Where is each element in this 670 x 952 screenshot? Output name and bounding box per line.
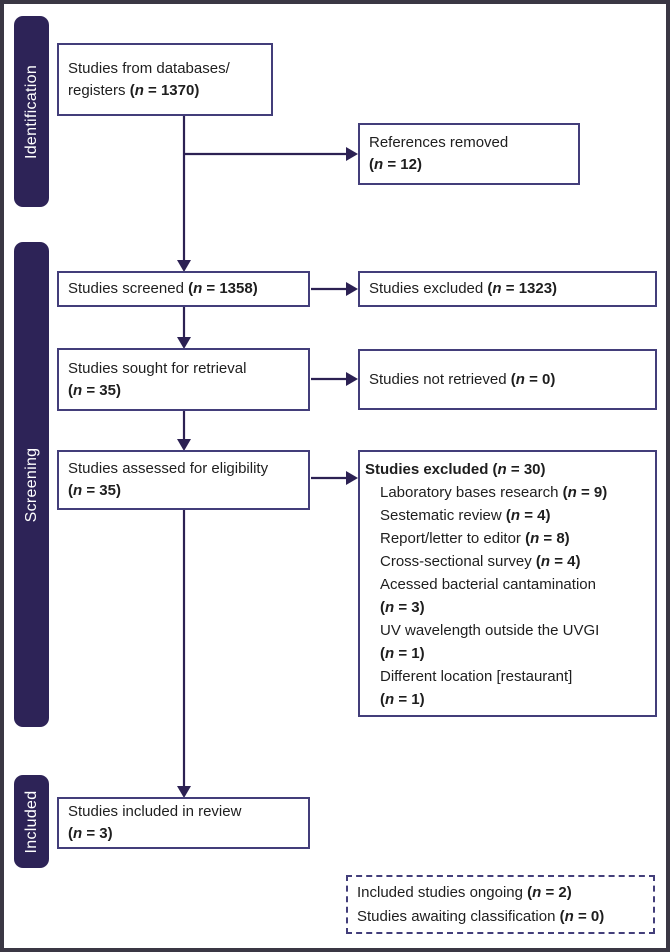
box-studies-excluded: Studies excluded (n = 1323) (358, 271, 657, 307)
box-text-line: Studies not retrieved (n = 0) (369, 370, 556, 388)
exclusion-reason-count: (n = 1) (380, 691, 425, 708)
arrow-databases-to-screened (177, 116, 191, 272)
box-text-line: (n = 35) (68, 482, 121, 499)
box-text-line: Studies from databases/ (68, 59, 230, 77)
exclusion-reason: Cross-sectional survey (n = 4) (380, 553, 581, 570)
box-text-line: Studies awaiting classification (n = 0) (357, 908, 605, 925)
box-text-line: registers (n = 1370) (68, 81, 200, 99)
stage-bar-identification: Identification (14, 16, 49, 207)
exclusion-reason: UV wavelength outside the UVGI (380, 622, 600, 639)
box-text-line: (n = 35) (68, 381, 121, 399)
exclusion-reason: Different location [restaurant] (380, 668, 573, 685)
arrow-sought-to-eligibility (177, 410, 191, 451)
arrow-sought-to-not-retrieved (311, 372, 358, 386)
box-text-line: Studies screened (n = 1358) (68, 280, 258, 297)
box-ongoing-awaiting-classification: Included studies ongoing (n = 2) Studies… (346, 875, 655, 934)
box-text-line: References removed (369, 134, 509, 151)
box-studies-assessed-for-eligibility: Studies assessed for eligibility (n = 35… (57, 450, 310, 510)
arrow-screened-to-sought (177, 306, 191, 349)
arrow-branch-to-references-removed (183, 147, 358, 161)
box-text-line: (n = 3) (68, 825, 113, 842)
box-text-line: Studies excluded (n = 1323) (369, 280, 558, 297)
stage-label-included: Included (22, 790, 40, 853)
stage-label-screening: Screening (22, 447, 40, 522)
box-text-line: Included studies ongoing (n = 2) (357, 884, 572, 901)
exclusion-title: Studies excluded (n = 30) (365, 461, 546, 478)
stage-bar-included: Included (14, 775, 49, 868)
stage-label-identification: Identification (22, 64, 40, 159)
box-text-line: Studies sought for retrieval (68, 359, 247, 377)
arrow-eligibility-to-excluded-detail (311, 471, 358, 485)
stage-bar-screening: Screening (14, 242, 49, 727)
exclusion-reason: Sestematic review (n = 4) (380, 507, 551, 524)
box-text-line: Studies assessed for eligibility (68, 460, 269, 477)
exclusion-reason-count: (n = 3) (380, 599, 425, 616)
arrow-screened-to-excluded (311, 282, 358, 296)
box-studies-excluded-reasons: Studies excluded (n = 30) Laboratory bas… (358, 450, 657, 717)
box-text-line: (n = 12) (369, 156, 422, 173)
box-studies-screened: Studies screened (n = 1358) (57, 271, 310, 307)
box-text-line: Studies included in review (68, 803, 242, 820)
exclusion-reason: Acessed bacterial cantamination (380, 576, 596, 593)
arrow-eligibility-to-included-review (177, 509, 191, 798)
box-studies-sought-for-retrieval: Studies sought for retrieval (n = 35) (57, 348, 310, 411)
box-studies-from-databases: Studies from databases/ registers (n = 1… (57, 43, 273, 116)
box-references-removed: References removed (n = 12) (358, 123, 580, 185)
exclusion-reason: Report/letter to editor (n = 8) (380, 530, 570, 547)
box-studies-not-retrieved: Studies not retrieved (n = 0) (358, 349, 657, 410)
box-studies-included-in-review: Studies included in review (n = 3) (57, 797, 310, 849)
exclusion-reason: Laboratory bases research (n = 9) (380, 484, 608, 501)
exclusion-reason-count: (n = 1) (380, 645, 425, 662)
